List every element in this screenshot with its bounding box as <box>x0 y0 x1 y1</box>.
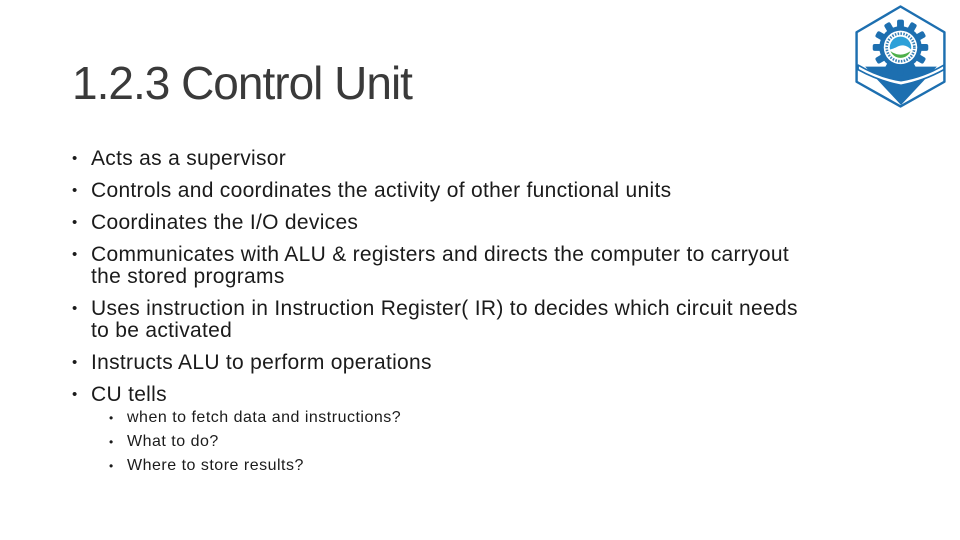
sub-bullet-item: • Where to store results? <box>72 454 892 478</box>
bullet-item: • Controls and coordinates the activity o… <box>72 180 892 202</box>
bullet-marker: • <box>72 182 78 199</box>
gear-icon <box>872 19 929 76</box>
book-icon <box>857 64 945 87</box>
slide-title: 1.2.3 Control Unit <box>72 57 413 109</box>
bullet-marker: • <box>72 214 78 231</box>
bullet-item: • Instructs ALU to perform operations <box>72 352 892 374</box>
bullet-marker: • <box>72 246 78 263</box>
bullet-text: Coordinates the I/O devices <box>91 211 359 234</box>
bullet-text: when to fetch data and instructions? <box>127 409 402 426</box>
bullet-item: • Acts as a supervisor <box>72 148 892 170</box>
bullet-text: Where to store results? <box>127 457 304 474</box>
bullet-text: Acts as a supervisor <box>91 147 287 170</box>
bullet-text: What to do? <box>127 433 219 450</box>
bullet-text: Controls and coordinates the activity of… <box>91 179 672 202</box>
bullet-marker: • <box>72 386 78 403</box>
bullet-marker: • <box>72 150 78 167</box>
bullet-item: • Uses instruction in Instruction Registe… <box>72 298 892 342</box>
bullet-text: Communicates with ALU & registers and di… <box>91 243 789 288</box>
bullet-list: • Acts as a supervisor • Controls and coord… <box>72 148 892 478</box>
bullet-marker: • <box>109 459 114 473</box>
bullet-text: Instructs ALU to perform operations <box>91 351 432 374</box>
bullet-marker: • <box>72 300 78 317</box>
bullet-marker: • <box>72 354 78 371</box>
bullet-item: • Coordinates the I/O devices <box>72 212 892 234</box>
bullet-text: Uses instruction in Instruction Register… <box>91 297 798 342</box>
sub-bullet-item: • What to do? <box>72 430 892 454</box>
bullet-item: • Communicates with ALU & registers and d… <box>72 244 892 288</box>
bullet-marker: • <box>109 435 114 449</box>
globe-icon <box>889 36 912 59</box>
bullet-marker: • <box>109 411 114 425</box>
sub-bullet-item: • when to fetch data and instructions? <box>72 406 892 430</box>
bullet-text: CU tells <box>91 383 167 406</box>
bullet-item: • CU tells <box>72 384 892 406</box>
college-emblem-logo <box>855 5 946 108</box>
